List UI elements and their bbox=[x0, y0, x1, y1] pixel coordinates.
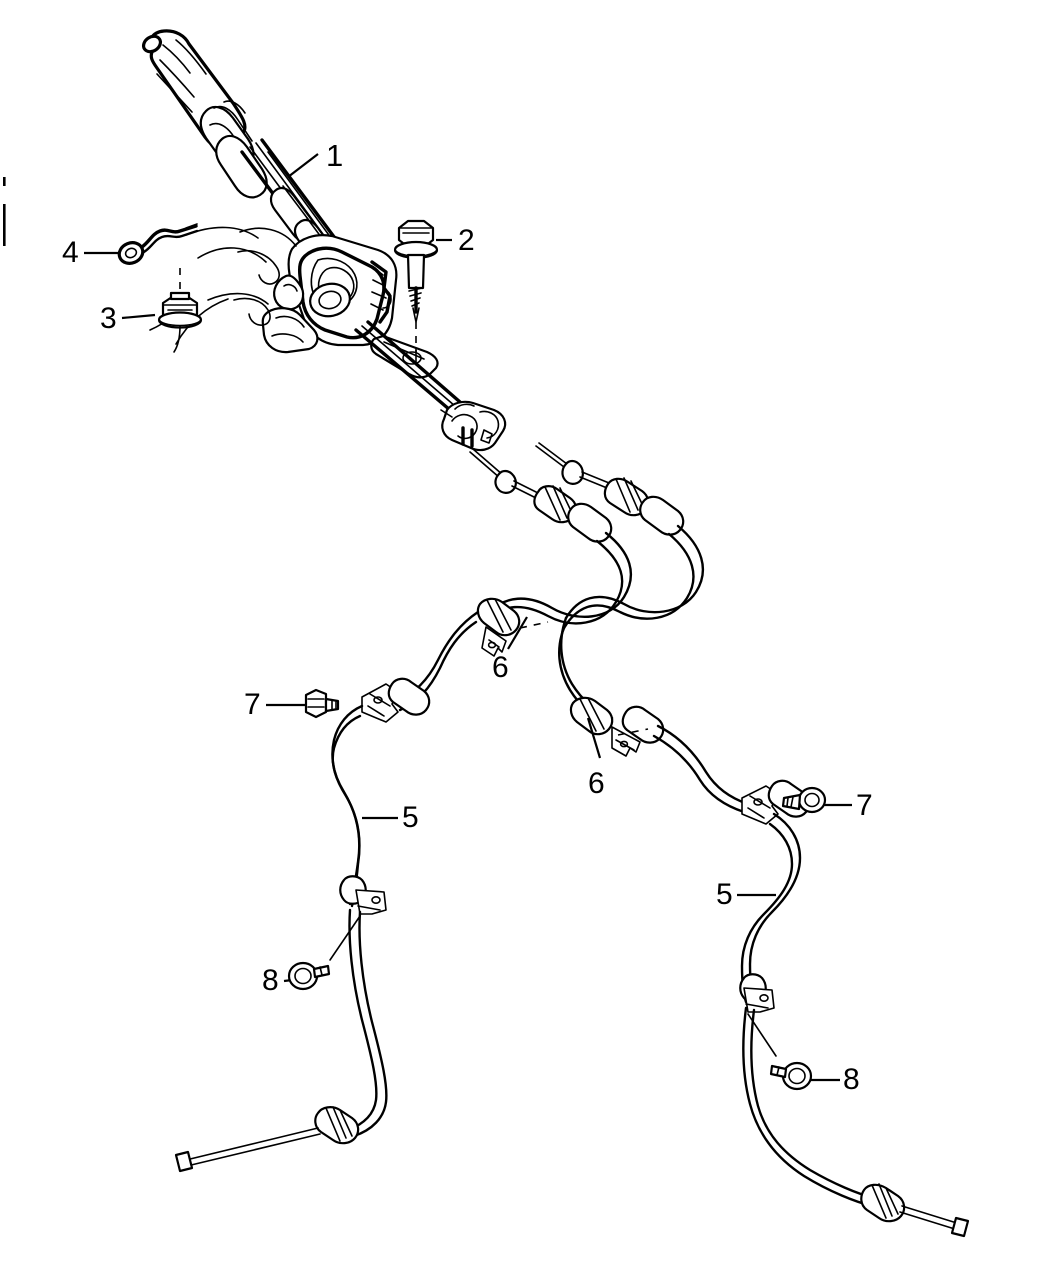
callout-4: 4 bbox=[62, 236, 79, 269]
assembly-dash-hints bbox=[519, 621, 649, 736]
callout-5-left: 5 bbox=[402, 801, 419, 834]
part-7-bracket-bolt-right bbox=[781, 786, 827, 814]
part-4-cotter-pin bbox=[84, 223, 199, 265]
part-7-bracket-bolt-left bbox=[304, 688, 340, 719]
callout-1: 1 bbox=[326, 138, 344, 173]
callout-6-right: 6 bbox=[588, 767, 605, 800]
callout-2: 2 bbox=[458, 224, 475, 257]
part-8-bracket-bolt-lower-left bbox=[287, 961, 331, 991]
callout-6-left: 6 bbox=[492, 651, 509, 684]
callout-7-left: 7 bbox=[244, 688, 261, 721]
part-2-mounting-bolt bbox=[393, 219, 452, 365]
callout-7-right: 7 bbox=[856, 789, 873, 822]
part-8-bracket-bolt-lower-right bbox=[769, 1061, 813, 1091]
callout-3: 3 bbox=[100, 302, 117, 335]
part-5-left-cable-assembly bbox=[174, 448, 633, 1173]
callout-8-left: 8 bbox=[262, 964, 279, 997]
callout-5-right: 5 bbox=[716, 878, 733, 911]
part-1-lever-handle bbox=[141, 29, 374, 302]
part-3-flange-nut bbox=[121, 268, 203, 353]
callout-8-right: 8 bbox=[843, 1063, 860, 1096]
lever-base-mechanism bbox=[149, 226, 462, 412]
part-5-right-cable-assembly bbox=[535, 442, 970, 1238]
crop-tick-marks bbox=[3, 177, 6, 246]
cable-equalizer-yoke bbox=[440, 400, 507, 452]
